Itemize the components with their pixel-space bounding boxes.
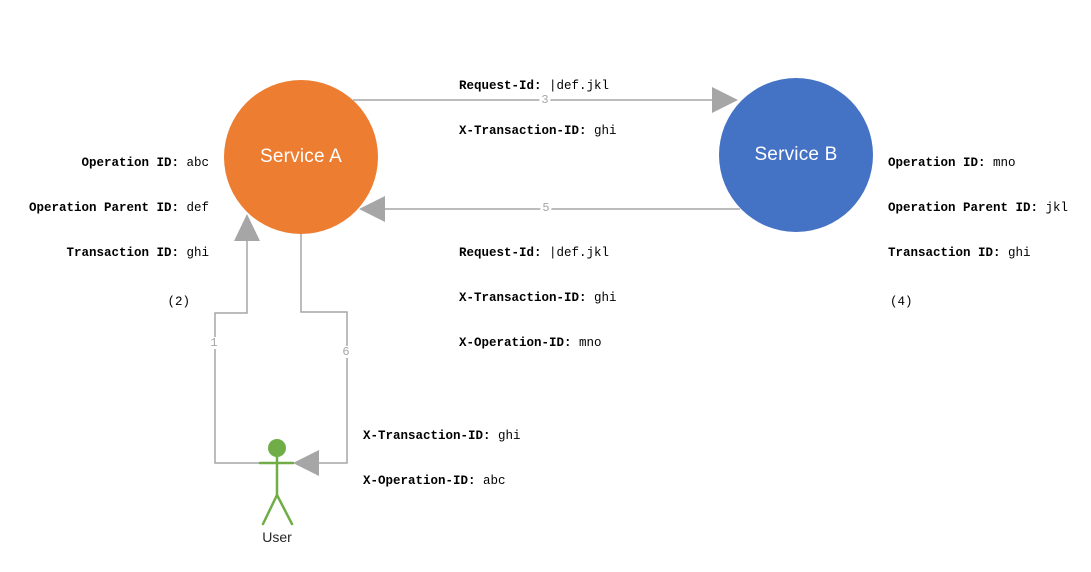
header-line: X-Transaction-ID: ghi <box>459 291 617 305</box>
service-a-annotation: Operation ID: abc Operation Parent ID: d… <box>0 126 209 340</box>
header-line: Request-Id: |def.jkl <box>459 246 610 260</box>
edge-b-to-a-number: 5 <box>540 201 552 215</box>
header-line: X-Transaction-ID: ghi <box>363 429 521 443</box>
node-service-b-label: Service B <box>754 144 838 165</box>
annotation-line: Operation ID: abc <box>81 156 209 170</box>
annotation-line: Operation Parent ID: def <box>28 201 209 215</box>
service-b-annotation: Operation ID: mno Operation Parent ID: j… <box>888 126 1068 340</box>
user-actor-label: User <box>262 529 292 545</box>
node-service-a: Service A <box>224 80 378 234</box>
node-service-a-label: Service A <box>259 146 343 167</box>
header-line: X-Operation-ID: mno <box>459 336 602 350</box>
edge-user-to-a-number: 1 <box>208 336 220 350</box>
user-actor-icon <box>258 439 295 526</box>
header-line: Request-Id: |def.jkl <box>459 79 610 93</box>
annotation-line: Transaction ID: ghi <box>888 246 1031 260</box>
step-marker: (4) <box>890 295 913 309</box>
edge-user-to-a-line <box>214 241 260 464</box>
annotation-line: Operation ID: mno <box>888 156 1016 170</box>
node-service-b: Service B <box>719 78 873 232</box>
edge-b-to-a-headers: Request-Id: |def.jkl X-Transaction-ID: g… <box>459 216 617 381</box>
edge-a-to-b-number: 3 <box>539 93 551 107</box>
annotation-line: Operation Parent ID: jkl <box>888 201 1069 215</box>
annotation-line: Transaction ID: ghi <box>66 246 209 260</box>
edge-a-to-b-headers: Request-Id: |def.jkl X-Transaction-ID: g… <box>459 49 617 169</box>
header-line: X-Transaction-ID: ghi <box>459 124 617 138</box>
arrowhead-left-user-icon <box>293 450 319 476</box>
step-marker: (2) <box>167 295 190 309</box>
edge-a-to-user-number: 6 <box>340 345 352 359</box>
header-line: X-Operation-ID: abc <box>363 474 506 488</box>
edge-a-to-user-headers: X-Transaction-ID: ghi X-Operation-ID: ab… <box>363 399 521 519</box>
